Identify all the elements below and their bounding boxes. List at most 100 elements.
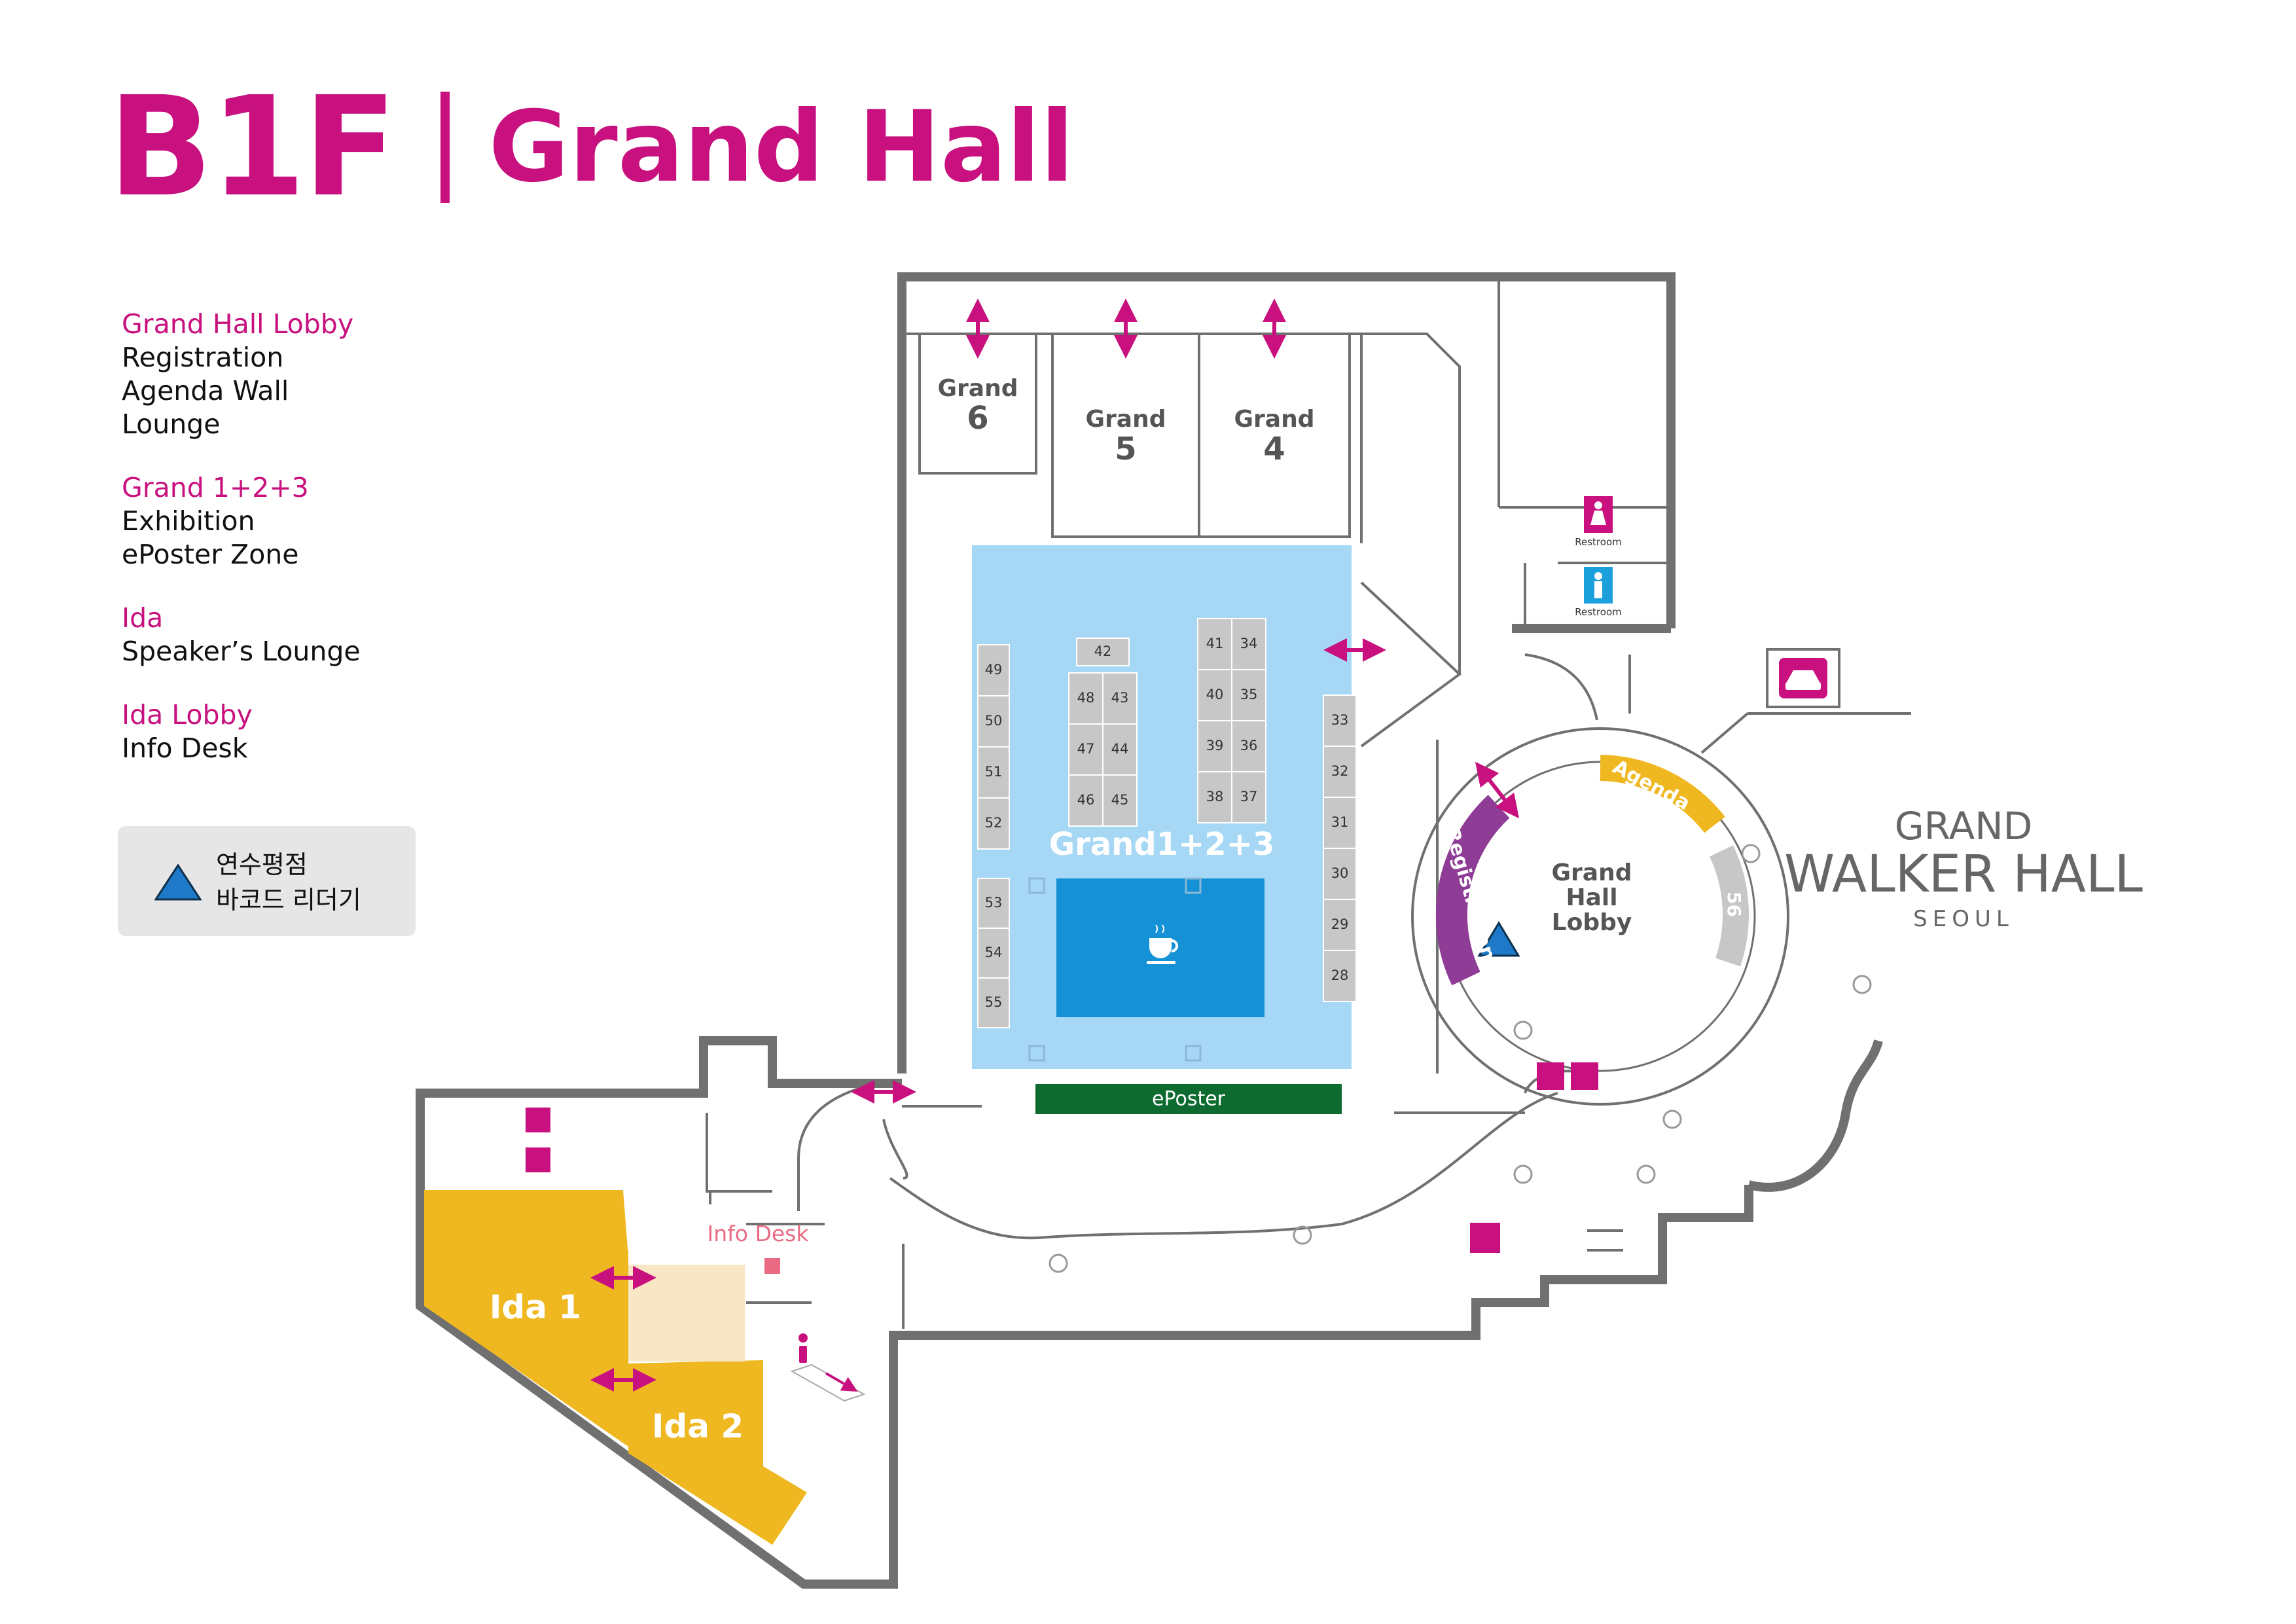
booth-31[interactable]: 31 (1323, 797, 1357, 849)
booth-49[interactable]: 49 (977, 644, 1010, 696)
booth-number: 41 (1206, 636, 1224, 651)
barcode-reader-marker (1477, 921, 1520, 957)
legend: Grand Hall Lobby Registration Agenda Wal… (122, 308, 462, 795)
hall-name: Grand Hall (488, 90, 1074, 204)
booth-54[interactable]: 54 (977, 928, 1010, 979)
grand-hall-lobby (1411, 727, 1789, 1106)
barcode-label-line1: 연수평점 (216, 850, 308, 879)
grand4-num: 4 (1263, 431, 1285, 467)
page-title: B1F Grand Hall (108, 79, 1074, 216)
booth-number: 37 (1240, 789, 1258, 804)
booth-38[interactable]: 38 (1197, 771, 1232, 823)
restroom-women-label: Restroom (1575, 536, 1621, 548)
booth-number: 39 (1206, 738, 1224, 753)
booth-53[interactable]: 53 (977, 878, 1010, 929)
elevator-icon (526, 1062, 1598, 1253)
booth-48[interactable]: 48 (1068, 672, 1103, 725)
booth-52[interactable]: 52 (977, 797, 1010, 850)
booth-number: 49 (985, 662, 1003, 677)
booth-35[interactable]: 35 (1231, 669, 1266, 721)
booth-number: 40 (1206, 687, 1224, 702)
info-icon (798, 1333, 808, 1363)
lounge-seat-56[interactable] (1709, 845, 1749, 967)
legend-item: Speaker’s Lounge (122, 636, 361, 667)
booth-45[interactable]: 45 (1102, 774, 1138, 827)
lounge-number-label: 56 (1723, 892, 1745, 917)
ida1-label: Ida 1 (490, 1288, 581, 1326)
booth-44[interactable]: 44 (1102, 723, 1138, 776)
booth-29[interactable]: 29 (1323, 899, 1357, 951)
booth-number: 28 (1331, 967, 1349, 983)
registration-desk[interactable] (1435, 795, 1510, 986)
barcode-label-line2: 바코드 리더기 (216, 886, 361, 914)
booth-number: 50 (985, 713, 1003, 729)
grand4-word: Grand (1234, 406, 1315, 433)
booth-number: 43 (1111, 690, 1129, 706)
booth-number: 34 (1240, 636, 1258, 651)
barcode-reader-legend: 연수평점 바코드 리더기 (118, 826, 416, 936)
legend-group-ida: Ida Speaker’s Lounge (122, 602, 462, 668)
booth-number: 42 (1094, 643, 1112, 659)
ida2-label: Ida 2 (652, 1407, 744, 1445)
booth-number: 32 (1331, 763, 1349, 779)
agenda-wall[interactable] (1600, 755, 1725, 833)
booth-43[interactable]: 43 (1102, 672, 1138, 725)
booth-number: 51 (985, 764, 1003, 780)
room-grand5[interactable] (1051, 333, 1200, 538)
booth-number: 44 (1111, 741, 1129, 757)
legend-item: ePoster Zone (122, 539, 299, 570)
booth-number: 52 (985, 815, 1003, 831)
room-grand4[interactable] (1198, 333, 1351, 538)
booth-42[interactable]: 42 (1076, 638, 1130, 666)
booth-28[interactable]: 28 (1323, 950, 1357, 1002)
booth-30[interactable]: 30 (1323, 848, 1357, 900)
booth-39[interactable]: 39 (1197, 720, 1232, 772)
booth-47[interactable]: 47 (1068, 723, 1103, 776)
legend-item: Exhibition (122, 505, 255, 537)
legend-item: Info Desk (122, 732, 248, 764)
booth-36[interactable]: 36 (1231, 720, 1266, 772)
booth-34[interactable]: 34 (1231, 618, 1266, 670)
info-desk-label: Info Desk (708, 1221, 810, 1246)
booth-number: 55 (985, 994, 1003, 1010)
legend-heading: Grand 1+2+3 (122, 472, 309, 503)
escalator-arrow-icon (825, 1372, 858, 1392)
info-desk-marker[interactable] (764, 1258, 780, 1274)
grand6-word: Grand (938, 375, 1018, 402)
legend-item: Lounge (122, 408, 221, 440)
booth-37[interactable]: 37 (1231, 771, 1266, 823)
grand-small-rooms (918, 333, 1351, 538)
booth-41[interactable]: 41 (1197, 618, 1232, 670)
restroom-men-label: Restroom (1575, 606, 1621, 618)
building-outline (416, 272, 1883, 1589)
booth-51[interactable]: 51 (977, 746, 1010, 799)
venue-brand-line2: WALKER HALL (1784, 845, 2144, 904)
eposter-label: ePoster (1152, 1088, 1226, 1111)
lobby-label-line3: Lobby (1552, 909, 1632, 936)
eposter-zone[interactable] (1035, 1084, 1342, 1114)
booth-40[interactable]: 40 (1197, 669, 1232, 721)
booth-32[interactable]: 32 (1323, 746, 1357, 798)
booth-55[interactable]: 55 (977, 977, 1010, 1028)
booth-number: 30 (1331, 865, 1349, 881)
grand6-num: 6 (967, 400, 988, 437)
booth-number: 31 (1331, 814, 1349, 830)
grand5-num: 5 (1115, 431, 1136, 467)
column-markers (1028, 877, 1202, 1062)
room-ida2[interactable] (628, 1360, 807, 1545)
legend-heading: Grand Hall Lobby (122, 308, 354, 340)
booth-46[interactable]: 46 (1068, 774, 1103, 827)
legend-item: Agenda Wall (122, 375, 289, 406)
booth-50[interactable]: 50 (977, 695, 1010, 748)
lobby-label-line2: Hall (1566, 884, 1617, 911)
venue-brand: GRAND WALKER HALL SEOUL (1780, 805, 2147, 936)
booth-number: 47 (1077, 741, 1095, 757)
ida-lobby (628, 1265, 745, 1362)
booth-number: 29 (1331, 916, 1349, 932)
floor-code: B1F (108, 67, 397, 227)
grand123-label: Grand1+2+3 (1049, 826, 1275, 863)
booth-number: 46 (1077, 792, 1095, 808)
booth-number: 45 (1111, 792, 1129, 808)
booth-33[interactable]: 33 (1323, 695, 1357, 747)
